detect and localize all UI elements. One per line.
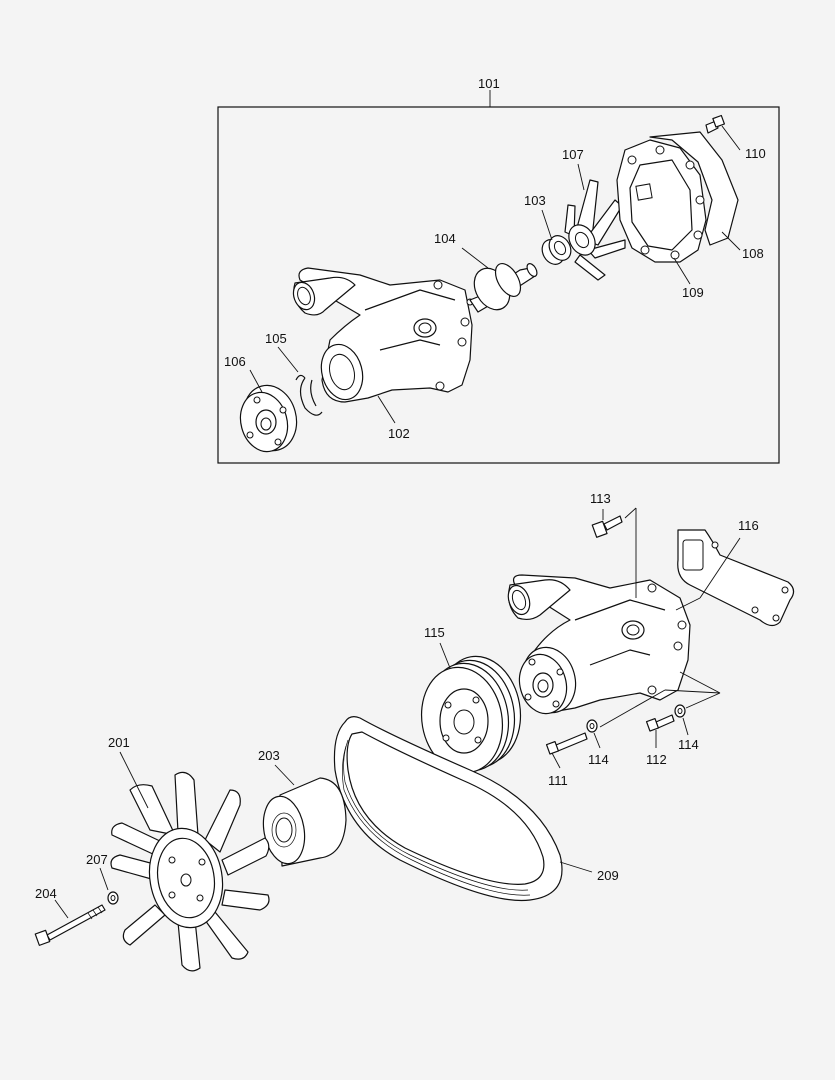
callout-116: 116: [738, 518, 759, 533]
bolt-111: [545, 732, 588, 755]
v-belt-209: [333, 716, 563, 902]
cooling-fan-201: [110, 771, 270, 972]
callout-108: 108: [742, 246, 764, 261]
callout-112: 112: [646, 752, 667, 767]
gasket-108: [649, 131, 739, 246]
callout-107: 107: [562, 147, 584, 162]
callout-114-right: 114: [678, 737, 699, 752]
callout-labels: 101 102 103 104 105 106 107 108 109 110 …: [35, 76, 766, 901]
callout-207: 207: [86, 852, 108, 867]
bolt-204: [34, 904, 106, 946]
water-pump-housing-102: [292, 267, 474, 403]
exploded-view-frame: [217, 106, 780, 464]
washer-207: [107, 891, 119, 905]
callout-109: 109: [682, 285, 704, 300]
callout-201: 201: [108, 735, 130, 750]
washer-114-left: [586, 719, 598, 733]
callout-105: 105: [265, 331, 287, 346]
hub-flange-106: [239, 384, 298, 453]
callout-103: 103: [524, 193, 546, 208]
bolt-110: [705, 114, 726, 134]
back-plate-109: [616, 139, 707, 263]
snap-ring-105: [295, 374, 323, 416]
callout-203: 203: [258, 748, 280, 763]
callout-209: 209: [597, 868, 619, 883]
callout-102: 102: [388, 426, 410, 441]
callout-114-left: 114: [588, 752, 609, 767]
bolt-112: [645, 714, 675, 732]
leader-lines-middle: [439, 507, 741, 769]
callout-101: 101: [478, 76, 500, 91]
bearing-shaft-104: [469, 263, 538, 313]
callout-204: 204: [35, 886, 57, 901]
callout-106: 106: [224, 354, 246, 369]
washer-114-right: [674, 704, 686, 718]
callout-110: 110: [745, 146, 766, 161]
leader-lines-top: [249, 125, 741, 424]
leader-lines-bottom: [54, 751, 593, 919]
callout-115: 115: [424, 625, 445, 640]
callout-111: 111: [548, 773, 568, 788]
callout-104: 104: [434, 231, 456, 246]
pulley-115: [420, 655, 522, 774]
pump-flange-hub: [518, 646, 577, 715]
mechanical-seal-103: [541, 235, 572, 265]
spacer-203: [262, 777, 347, 867]
callout-113: 113: [590, 491, 611, 506]
bolt-113: [591, 515, 623, 538]
impeller-107: [564, 179, 626, 281]
gasket-116: [677, 529, 795, 627]
